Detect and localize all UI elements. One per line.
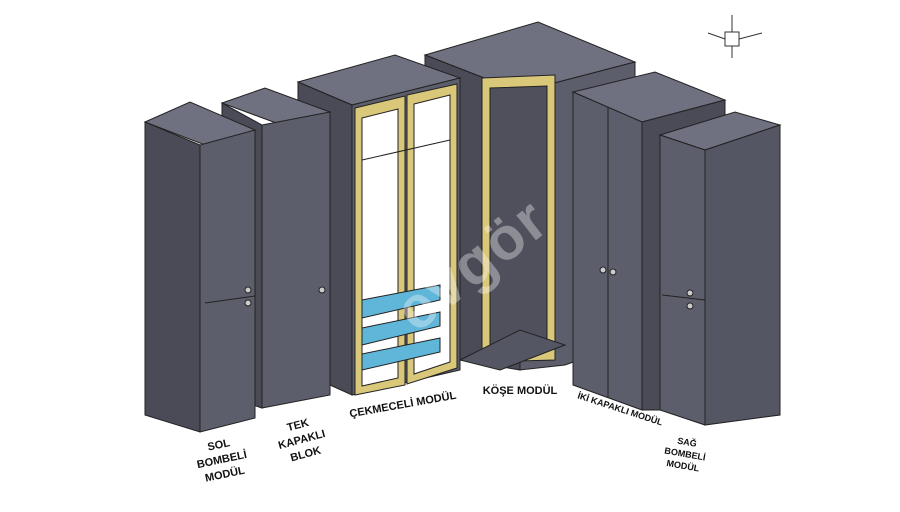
view-cube-icon	[707, 15, 763, 58]
sol-bombeli-modul	[143, 101, 257, 433]
label-kose: KÖŞE MODÜL	[482, 385, 558, 397]
drawer	[361, 284, 441, 371]
sag-bombeli-modul	[658, 111, 782, 426]
